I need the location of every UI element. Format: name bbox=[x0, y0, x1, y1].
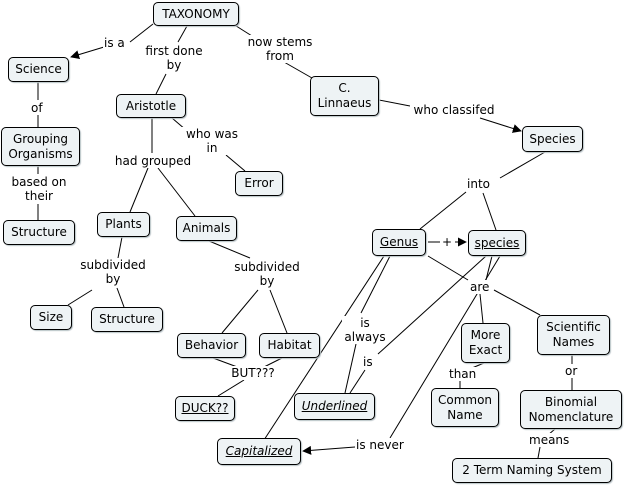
line-hadgrouped-animals bbox=[157, 167, 196, 217]
line-but-duck bbox=[217, 379, 245, 397]
concept-animals[interactable]: Animals bbox=[176, 216, 237, 241]
link-than: than bbox=[448, 367, 478, 381]
line-taxonomy-nowstems bbox=[232, 23, 253, 37]
concept-common-name[interactable]: Common Name bbox=[431, 388, 499, 427]
concept-duck[interactable]: DUCK?? bbox=[175, 396, 235, 421]
line-nowstems-linnaeus bbox=[283, 61, 313, 79]
link-is: is bbox=[362, 355, 374, 369]
line-whowas-error bbox=[225, 154, 246, 172]
concept-behavior[interactable]: Behavior bbox=[177, 333, 246, 358]
link-first-done-by: first done by bbox=[142, 44, 206, 72]
concept-habitat[interactable]: Habitat bbox=[259, 333, 320, 358]
line-animals-subdivided bbox=[208, 240, 251, 259]
concept-species-top[interactable]: Species bbox=[522, 126, 583, 152]
link-subdivided-by-animals: subdivided by bbox=[230, 260, 304, 288]
line-whoclassifed-species bbox=[479, 117, 522, 133]
link-means: means bbox=[528, 433, 571, 447]
concept-underlined[interactable]: Underlined bbox=[294, 393, 375, 420]
link-had-grouped: had grouped bbox=[110, 154, 196, 168]
line-subdivided-habitat bbox=[269, 289, 288, 334]
line-genus-capitalized bbox=[263, 255, 385, 441]
line-into-genus bbox=[419, 191, 467, 230]
link-who-was-in: who was in bbox=[180, 127, 244, 155]
concept-grouping-organisms[interactable]: Grouping Organisms bbox=[1, 127, 80, 166]
line-species-into bbox=[499, 151, 546, 179]
concept-size[interactable]: Size bbox=[30, 305, 72, 330]
concept-scientific-names[interactable]: Scientific Names bbox=[537, 315, 610, 355]
link-is-a: is a bbox=[103, 36, 126, 50]
line-are-scientific bbox=[493, 289, 541, 316]
link-is-always: is always bbox=[342, 316, 388, 344]
link-are: are bbox=[469, 280, 491, 294]
line-into-species bbox=[482, 192, 497, 231]
line-is-underlined bbox=[349, 369, 366, 394]
concept-two-term-naming[interactable]: 2 Term Naming System bbox=[452, 458, 612, 483]
link-but: BUT??? bbox=[228, 366, 278, 380]
link-is-never: is never bbox=[355, 438, 405, 452]
concept-taxonomy[interactable]: TAXONOMY bbox=[153, 2, 239, 26]
line-are-moreexact bbox=[479, 293, 484, 324]
line-means-twoterm bbox=[537, 446, 541, 459]
concept-more-exact[interactable]: More Exact bbox=[461, 323, 510, 363]
line-plants-subdivided bbox=[117, 236, 123, 259]
link-or: or bbox=[564, 364, 579, 378]
concept-capitalized[interactable]: Capitalized bbox=[217, 438, 301, 465]
link-into: into bbox=[466, 177, 491, 191]
concept-structure-mid[interactable]: Structure bbox=[91, 307, 163, 332]
concept-plants[interactable]: Plants bbox=[97, 212, 150, 237]
line-isnever-capitalized bbox=[302, 445, 356, 455]
line-species-are bbox=[485, 255, 493, 281]
line-hadgrouped-plants bbox=[129, 167, 149, 213]
line-taxonomy-isa bbox=[129, 23, 154, 43]
link-plus: + bbox=[441, 235, 454, 249]
line-subdivided-structure bbox=[116, 287, 125, 308]
link-subdivided-by-plants: subdivided by bbox=[76, 258, 150, 286]
line-firstdone-aristotle bbox=[155, 73, 167, 95]
line-linnaeus-whoclassifed bbox=[378, 99, 411, 107]
concept-structure-left[interactable]: Structure bbox=[3, 220, 75, 245]
concept-aristotle[interactable]: Aristotle bbox=[116, 94, 186, 118]
line-genus-are bbox=[427, 255, 469, 281]
line-taxonomy-firstdone bbox=[177, 25, 188, 43]
concept-species-lower[interactable]: species bbox=[468, 230, 526, 256]
concept-error[interactable]: Error bbox=[235, 171, 283, 196]
link-who-classifed: who classifed bbox=[410, 103, 498, 117]
concept-linnaeus[interactable]: C. Linnaeus bbox=[310, 76, 379, 116]
line-isalways-underlined bbox=[344, 343, 357, 394]
line-genus-isalways bbox=[360, 255, 391, 314]
concept-binomial-nomenclature[interactable]: Binomial Nomenclature bbox=[520, 390, 622, 429]
line-subdivided-behavior bbox=[221, 289, 259, 334]
link-based-on-their: based on their bbox=[4, 175, 74, 203]
concept-science[interactable]: Science bbox=[8, 57, 69, 82]
line-species-is bbox=[377, 255, 487, 355]
line-subdivided-size bbox=[67, 289, 93, 306]
link-of: of bbox=[30, 101, 44, 115]
concept-genus[interactable]: Genus bbox=[372, 229, 426, 256]
link-now-stems-from: now stems from bbox=[243, 35, 317, 63]
line-isa-science bbox=[70, 46, 105, 59]
